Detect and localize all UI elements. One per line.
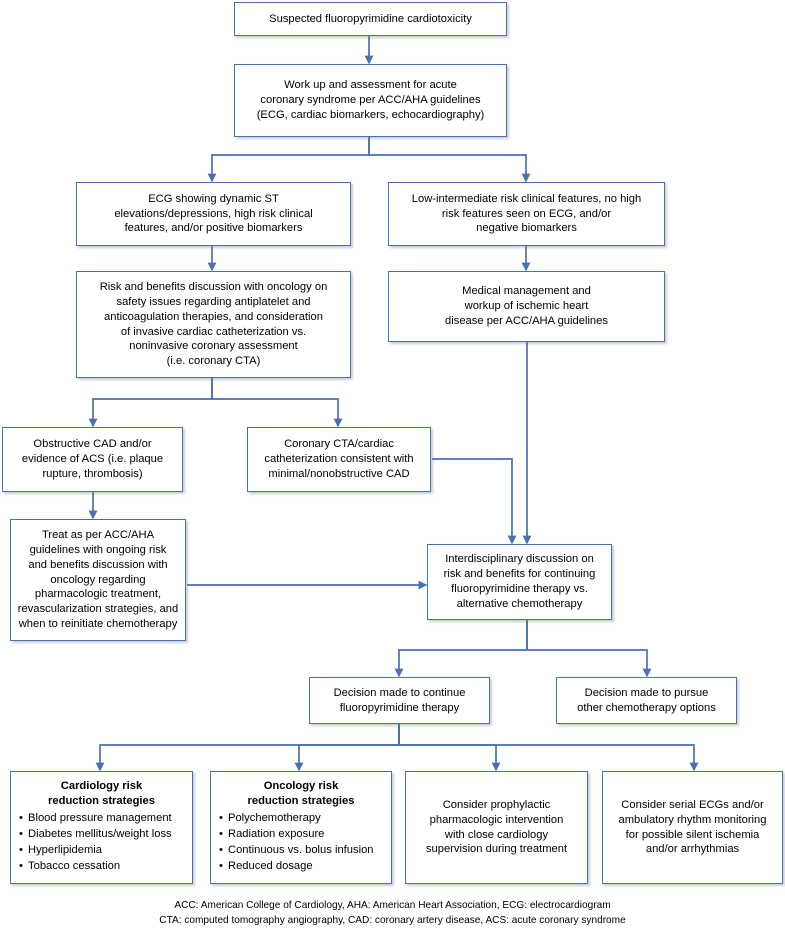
node-text: (ECG, cardiac biomarkers, echocardiograp… bbox=[256, 108, 485, 121]
node-text: for possible silent ischemia bbox=[625, 828, 760, 841]
node-interdisciplinary-discussion[interactable]: Interdisciplinary discussion on risk and… bbox=[427, 544, 612, 620]
list-item: Blood pressure management bbox=[19, 811, 184, 827]
node-text: Risk and benefits discussion with oncolo… bbox=[99, 280, 328, 293]
node-text: Medical management and bbox=[462, 285, 591, 298]
node-cardiology-risk-reduction[interactable]: Cardiology risk reduction strategies Blo… bbox=[10, 771, 193, 884]
list-item: Diabetes mellitus/weight loss bbox=[19, 827, 184, 843]
list-item: Polychemotherapy bbox=[219, 811, 383, 827]
node-prophylactic-intervention[interactable]: Consider prophylactic pharmacologic inte… bbox=[405, 771, 588, 884]
bullet-list: Polychemotherapy Radiation exposure Cont… bbox=[219, 811, 383, 875]
node-text: when to reinitiate chemotherapy bbox=[18, 618, 178, 631]
node-text: fluoropyrimidine therapy vs. bbox=[451, 583, 588, 595]
node-text: and/or arrhythmias bbox=[645, 843, 740, 856]
node-text: Work up and assessment for acute bbox=[284, 79, 457, 92]
node-header-line: reduction strategies bbox=[48, 794, 155, 807]
node-risk-benefit-oncology[interactable]: Risk and benefits discussion with oncolo… bbox=[76, 271, 351, 378]
list-item: Continuous vs. bolus infusion bbox=[219, 843, 383, 859]
node-text: safety issues regarding antiplatelet and bbox=[116, 295, 311, 308]
node-text: workup of ischemic heart bbox=[464, 300, 589, 313]
list-item: Radiation exposure bbox=[219, 827, 383, 843]
node-header-line: Oncology risk bbox=[263, 780, 339, 792]
edge-continue-to-oncology bbox=[294, 724, 400, 772]
node-text: features, and/or positive biomarkers bbox=[124, 222, 303, 235]
node-text: evidence of ACS (i.e. plaque bbox=[21, 453, 164, 466]
edge-interdisciplinary-to-other bbox=[526, 620, 652, 678]
node-text: supervision during treatment bbox=[425, 843, 568, 856]
node-text: revascularization strategies, and bbox=[17, 603, 179, 616]
node-text: and benefits discussion with bbox=[28, 558, 168, 571]
edge-riskbenefit-to-obstructive bbox=[88, 378, 213, 428]
node-text: risk and benefits for continuing bbox=[443, 568, 596, 581]
node-text: of invasive cardiac catheterization vs. bbox=[120, 325, 307, 338]
node-text: Decision made to continue bbox=[333, 686, 466, 699]
node-oncology-risk-reduction[interactable]: Oncology risk reduction strategies Polyc… bbox=[210, 771, 392, 884]
node-text: alternative chemotherapy bbox=[456, 597, 583, 610]
edge-continue-to-prophylactic bbox=[398, 724, 501, 772]
node-text: rupture, thrombosis) bbox=[42, 467, 143, 480]
node-text: (i.e. coronary CTA) bbox=[166, 355, 261, 368]
edge-interdisciplinary-to-continue bbox=[394, 620, 528, 678]
node-treat-per-acc-aha[interactable]: Treat as per ACC/AHA guidelines with ong… bbox=[10, 519, 186, 641]
node-header-line: Cardiology risk bbox=[60, 780, 143, 792]
abbreviation-legend: ACC: American College of Cardiology, AHA… bbox=[0, 898, 785, 928]
node-header: Cardiology risk reduction strategies bbox=[19, 779, 184, 809]
node-low-intermediate-risk[interactable]: Low-intermediate risk clinical features,… bbox=[388, 182, 665, 246]
edge-riskbenefit-to-nonobstructive bbox=[211, 378, 343, 428]
node-header: Oncology risk reduction strategies bbox=[219, 779, 383, 809]
node-text: pharmacologic intervention bbox=[429, 813, 564, 826]
node-text: other chemotherapy options bbox=[577, 701, 716, 714]
list-item: Hyperlipidemia bbox=[19, 843, 184, 859]
edge-workup-to-lowrisk bbox=[368, 137, 531, 183]
legend-line: CTA: computed tomography angiography, CA… bbox=[159, 915, 626, 927]
node-text: Interdisciplinary discussion on bbox=[445, 553, 594, 566]
node-text: coronary syndrome per ACC/AHA guidelines bbox=[260, 94, 481, 107]
node-workup-assessment[interactable]: Work up and assessment for acute coronar… bbox=[234, 64, 507, 137]
node-decision-continue-therapy[interactable]: Decision made to continue fluoropyrimidi… bbox=[309, 677, 490, 724]
node-ecg-high-risk[interactable]: ECG showing dynamic ST elevations/depres… bbox=[76, 182, 351, 246]
node-text: risk features seen on ECG, and/or bbox=[441, 207, 612, 220]
node-text: disease per ACC/AHA guidelines bbox=[445, 314, 608, 327]
node-text: oncology regarding bbox=[50, 573, 146, 586]
edge-continue-to-cardiology bbox=[95, 724, 400, 772]
edge-continue-to-serialecg bbox=[398, 724, 699, 772]
node-text: Consider serial ECGs and/or bbox=[621, 798, 764, 811]
node-text: Obstructive CAD and/or bbox=[33, 438, 152, 451]
node-text: guidelines with ongoing risk bbox=[29, 543, 167, 556]
node-text: noninvasive coronary assessment bbox=[129, 340, 298, 353]
legend-line: ACC: American College of Cardiology, AHA… bbox=[174, 900, 611, 911]
node-text: negative biomarkers bbox=[476, 222, 577, 235]
node-medical-management[interactable]: Medical management and workup of ischemi… bbox=[388, 271, 665, 342]
node-text: pharmacologic treatment, bbox=[34, 588, 162, 601]
node-obstructive-cad[interactable]: Obstructive CAD and/or evidence of ACS (… bbox=[2, 427, 183, 492]
node-text: elevations/depressions, high risk clinic… bbox=[114, 207, 313, 220]
node-text: Suspected fluoropyrimidine cardiotoxicit… bbox=[269, 12, 472, 25]
node-text: Treat as per ACC/AHA bbox=[41, 528, 155, 541]
node-text: catheterization consistent with bbox=[264, 453, 414, 466]
list-item: Reduced dosage bbox=[219, 859, 383, 875]
node-text: ECG showing dynamic ST bbox=[148, 192, 279, 205]
node-nonobstructive-cad[interactable]: Coronary CTA/cardiac catheterization con… bbox=[247, 427, 431, 492]
node-text: with close cardiology bbox=[444, 828, 549, 841]
node-text: Coronary CTA/cardiac bbox=[284, 438, 394, 451]
edge-workup-to-highrisk bbox=[207, 137, 370, 183]
node-text: fluoropyrimidine therapy bbox=[339, 701, 460, 714]
edge-nonobstructive-to-interdisciplinary bbox=[432, 458, 517, 545]
node-text: minimal/nonobstructive CAD bbox=[268, 467, 410, 480]
node-decision-other-chemo[interactable]: Decision made to pursue other chemothera… bbox=[556, 677, 737, 724]
node-header-line: reduction strategies bbox=[247, 794, 355, 807]
node-suspected-cardiotoxicity[interactable]: Suspected fluoropyrimidine cardiotoxicit… bbox=[234, 2, 507, 36]
node-text: ambulatory rhythm monitoring bbox=[618, 813, 767, 826]
node-text: Low-intermediate risk clinical features,… bbox=[411, 192, 642, 205]
node-serial-ecg-monitoring[interactable]: Consider serial ECGs and/or ambulatory r… bbox=[602, 771, 783, 884]
node-text: Consider prophylactic bbox=[442, 798, 551, 811]
node-text: anticoagulation therapies, and considera… bbox=[104, 310, 323, 323]
node-text: Decision made to pursue bbox=[584, 686, 709, 699]
list-item: Tobacco cessation bbox=[19, 859, 184, 875]
bullet-list: Blood pressure management Diabetes melli… bbox=[19, 811, 184, 875]
